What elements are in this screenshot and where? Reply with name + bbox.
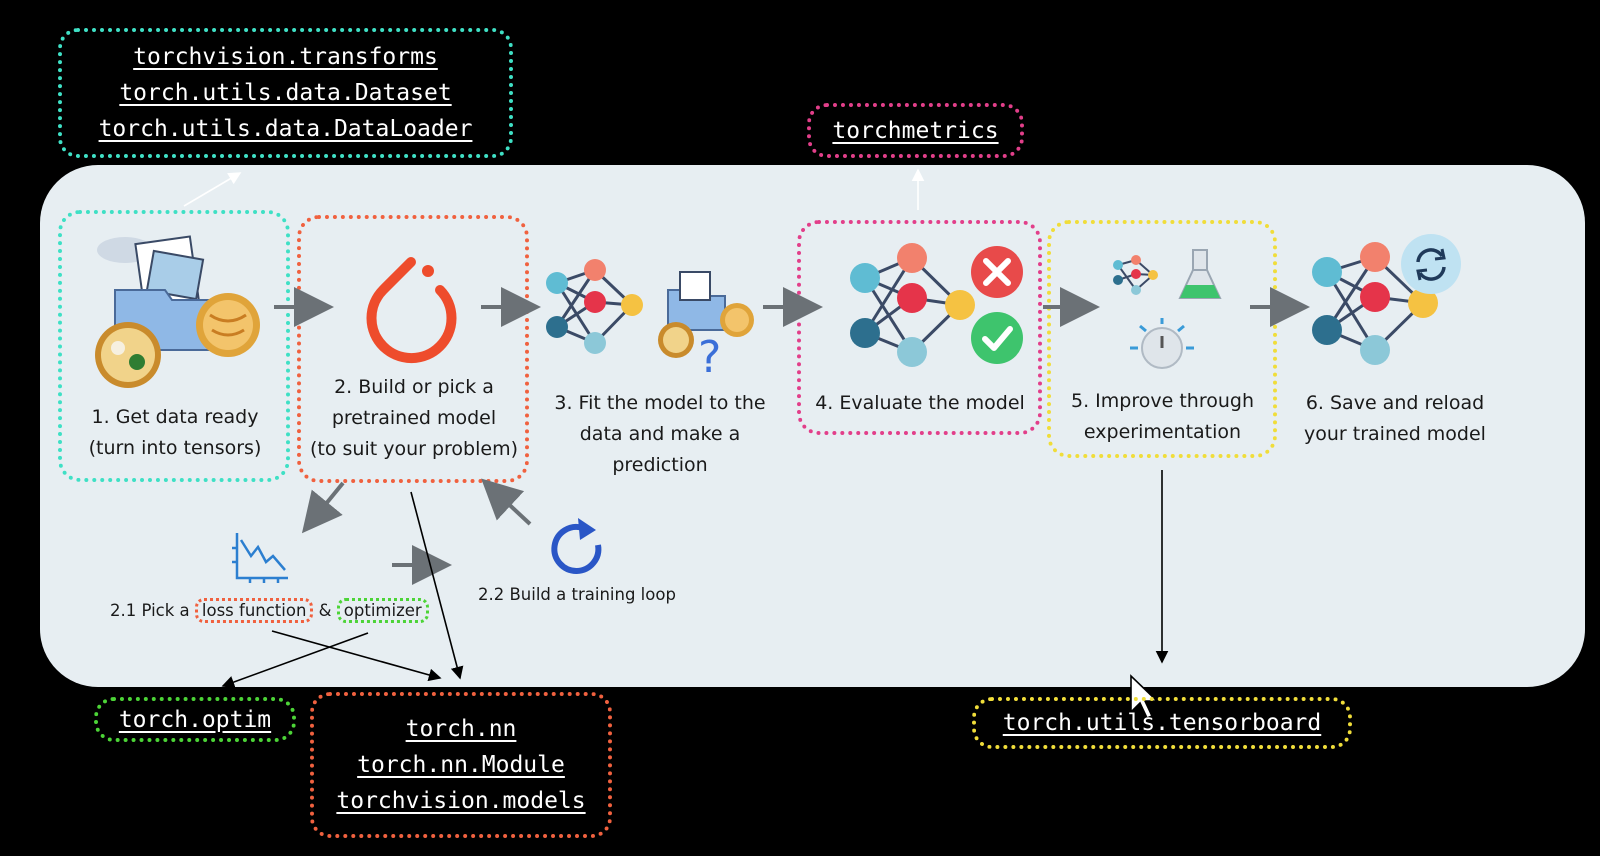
check-icon [971,312,1023,364]
pointer-lines [183,168,1169,689]
loss-prefix: 2.1 Pick a [110,601,190,620]
tensorboard-box: torch.utils.tensorboard [972,697,1352,749]
nn-box: torch.nn torch.nn.Module torchvision.mod… [310,692,612,838]
small-network-icon [1113,255,1158,295]
step5-box [1047,220,1277,458]
step1-box [58,210,290,482]
training-loop-label: 2.2 Build a training loop [478,585,676,604]
code-dataset[interactable]: torch.utils.data.Dataset [119,80,452,106]
refresh-icon [1401,234,1461,294]
code-nn[interactable]: torch.nn [405,716,517,742]
code-models[interactable]: torchvision.models [336,788,586,814]
cross-icon [971,246,1023,298]
ampersand: & [318,601,332,620]
metrics-box: torchmetrics [807,103,1024,158]
question-mark-icon: ? [698,332,721,383]
code-tensorboard[interactable]: torch.utils.tensorboard [1002,710,1322,736]
code-transforms[interactable]: torchvision.transforms [133,44,438,70]
step2-label: 2. Build or pick a pretrained model (to … [309,376,519,460]
step3-label: 3. Fit the model to the data and make a … [554,392,766,476]
step4-label: 4. Evaluate the model [815,392,1025,414]
stopwatch-icon [1130,318,1194,369]
loss-optimizer-label: 2.1 Pick a loss function & optimizer [110,598,429,623]
flask-icon [1178,249,1222,299]
step2-box [297,215,529,483]
mini-data-icon [658,271,754,358]
optimizer-pill: optimizer [336,598,429,623]
step1-label: 1. Get data ready (turn into tensors) [88,406,262,459]
evaluate-network-icon [850,243,975,367]
code-torchmetrics[interactable]: torchmetrics [832,117,999,144]
step4-box [797,220,1042,435]
step5-label: 5. Improve through experimentation [1071,390,1254,443]
loss-chart-icon [232,533,288,583]
saved-network-icon [1312,242,1438,365]
pytorch-logo-icon [366,257,457,364]
data-modules-box: torchvision.transforms torch.utils.data.… [58,28,513,158]
code-nn-module[interactable]: torch.nn.Module [357,752,565,778]
neural-network-icon [546,259,643,354]
loss-function-pill: loss function [194,598,314,623]
flow-arrows [274,287,1310,585]
training-loop-icon [551,518,602,574]
optim-box: torch.optim [94,697,296,742]
code-dataloader[interactable]: torch.utils.data.DataLoader [98,116,473,142]
code-optim[interactable]: torch.optim [118,706,272,733]
data-folder-icon [95,235,260,388]
step6-label: 6. Save and reload your trained model [1304,392,1486,445]
